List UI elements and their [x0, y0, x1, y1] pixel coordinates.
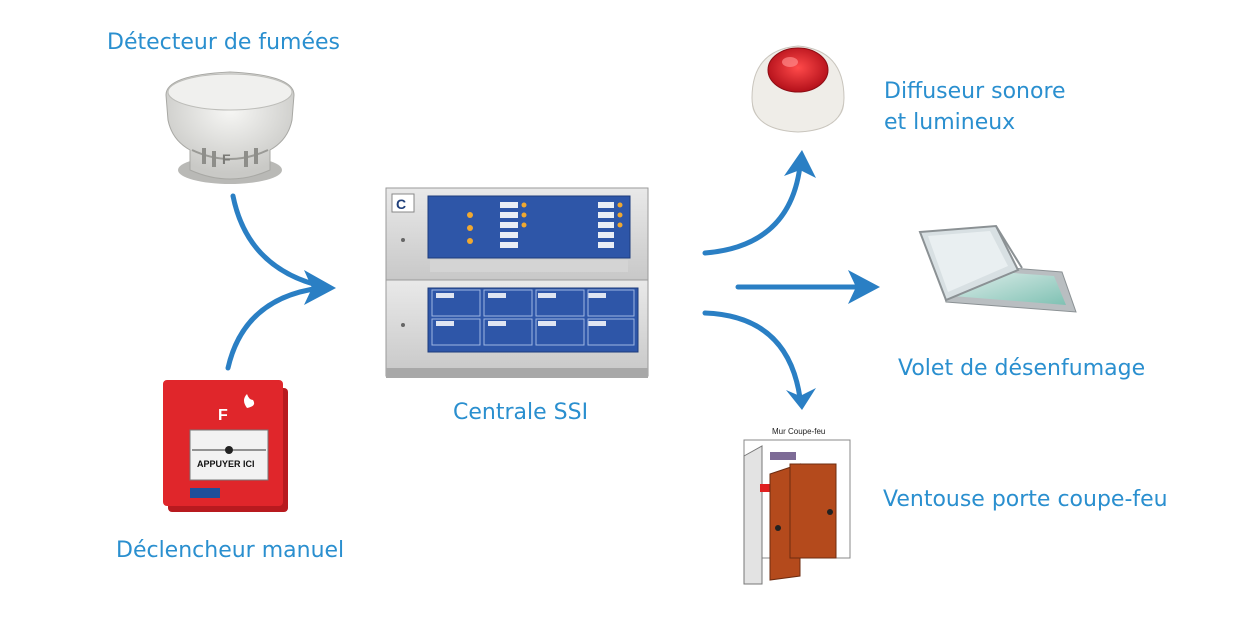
arrow-central-to-sounder: [702, 163, 803, 256]
manual-call-point-label: Déclencheur manuel: [116, 538, 345, 563]
arrow-detector-to-central: [230, 193, 328, 290]
smoke-detector-icon: F: [165, 71, 295, 184]
arrow-manual-to-central: [225, 285, 323, 371]
arrowheads: [304, 150, 880, 410]
fire-wall-label: Mur Coupe-feu: [772, 427, 826, 436]
sounder-beacon-icon: [751, 45, 845, 133]
sounder-label-line2: et lumineux: [884, 110, 1016, 135]
fire-door-icon: [743, 439, 851, 585]
arrowhead-sounder: [784, 150, 816, 178]
arrowhead-door: [786, 388, 816, 410]
svg-text:F: F: [222, 151, 231, 167]
manual-call-point-icon: F APPUYER ICI: [163, 380, 288, 512]
svg-text:C: C: [396, 196, 406, 212]
smoke-detector-label: Détecteur de fumées: [107, 30, 341, 55]
central-unit-icon: C: [385, 187, 649, 378]
smoke-vent-label: Volet de désenfumage: [898, 356, 1146, 381]
arrows: [225, 163, 871, 401]
arrowhead-central-left: [304, 270, 336, 305]
sounder-label: Diffuseur sonore et lumineux: [884, 76, 1066, 138]
call-point-letter: F: [218, 407, 228, 424]
door-holder-label: Ventouse porte coupe-feu: [883, 487, 1168, 512]
call-point-press-text: APPUYER ICI: [197, 459, 255, 469]
arrow-central-to-door: [702, 310, 803, 401]
central-unit-label: Centrale SSI: [453, 400, 589, 425]
sounder-label-line1: Diffuseur sonore: [884, 79, 1066, 104]
arrowhead-vent: [848, 270, 880, 304]
smoke-vent-icon: [918, 224, 1077, 313]
